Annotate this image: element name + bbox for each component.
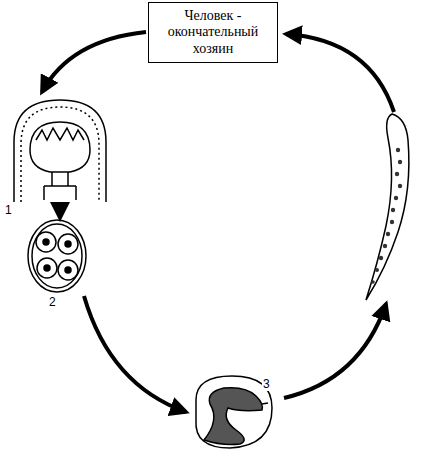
host-label: Человек - окончательный хозяин — [149, 8, 277, 56]
illustration-part — [391, 208, 395, 212]
cycle-arrow — [58, 204, 62, 218]
blastomere — [36, 232, 56, 252]
adult-worm — [366, 114, 409, 300]
nucleus — [44, 265, 50, 271]
illustration-part — [383, 244, 387, 248]
worm-organs — [371, 148, 402, 284]
larva-sheath — [196, 376, 272, 448]
cycle-arrows — [42, 32, 394, 412]
blastomere — [37, 258, 57, 278]
illustration-part — [395, 172, 399, 176]
capsule-teeth — [36, 128, 84, 140]
worm-head — [14, 100, 106, 202]
esophagus — [44, 172, 76, 200]
nucleus — [65, 241, 71, 247]
illustration-part — [396, 148, 400, 152]
callout-number: 3 — [262, 378, 271, 391]
illustration-part — [379, 256, 383, 260]
larva-head — [262, 403, 268, 404]
illustration-part — [398, 160, 402, 164]
cycle-arrow — [284, 304, 386, 398]
larva-body — [204, 388, 262, 445]
callout-number: 1 — [4, 204, 13, 217]
egg-membrane — [32, 224, 82, 288]
host-box: Человек - окончательный хозяин — [148, 2, 278, 63]
illustration-part — [390, 220, 394, 224]
nucleus — [43, 239, 49, 245]
illustration-part — [398, 184, 402, 188]
cycle-arrow — [42, 32, 146, 92]
egg — [28, 220, 86, 292]
illustration-part — [371, 280, 375, 284]
head-outline — [14, 100, 106, 202]
cycle-arrow — [84, 296, 186, 412]
larva-in-shell — [196, 376, 272, 448]
cycle-arrow — [286, 34, 394, 112]
blastomere — [58, 234, 78, 254]
worm-body — [366, 114, 409, 300]
illustration-part — [394, 196, 398, 200]
callout-number: 2 — [48, 296, 57, 309]
nucleus — [65, 267, 71, 273]
illustration-part — [386, 232, 390, 236]
mouth-capsule — [30, 122, 90, 172]
illustration-part — [375, 268, 379, 272]
egg-shell — [28, 220, 86, 292]
blastomere — [58, 260, 78, 280]
cuticle-line — [21, 107, 99, 202]
